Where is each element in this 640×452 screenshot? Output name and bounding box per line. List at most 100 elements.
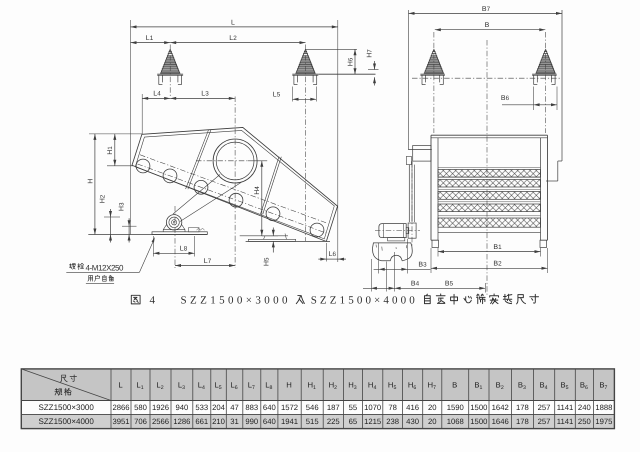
svg-text:B7: B7	[599, 380, 607, 391]
svg-text:1975: 1975	[595, 417, 612, 426]
svg-text:640: 640	[263, 403, 276, 412]
svg-text:1642: 1642	[492, 403, 509, 412]
svg-text:1888: 1888	[595, 403, 612, 412]
svg-text:580: 580	[134, 403, 147, 412]
svg-text:640: 640	[263, 417, 276, 426]
svg-text:1646: 1646	[492, 417, 509, 426]
svg-text:250: 250	[578, 417, 591, 426]
svg-text:3951: 3951	[112, 417, 129, 426]
svg-text:L6: L6	[230, 380, 237, 391]
svg-text:515: 515	[306, 417, 319, 426]
svg-text:H4: H4	[368, 380, 377, 391]
svg-text:210: 210	[212, 417, 225, 426]
svg-text:416: 416	[406, 403, 419, 412]
svg-text:L: L	[118, 380, 123, 389]
svg-text:H6: H6	[408, 380, 417, 391]
svg-text:H5: H5	[388, 380, 397, 391]
svg-text:SZZ1500×4000: SZZ1500×4000	[311, 295, 416, 307]
svg-text:H1: H1	[307, 380, 316, 391]
svg-text:H1: H1	[107, 146, 114, 155]
svg-text:B: B	[452, 380, 457, 389]
svg-text:L2: L2	[229, 35, 237, 42]
svg-text:1070: 1070	[364, 403, 381, 412]
svg-text:SZZ1500×3000: SZZ1500×3000	[181, 295, 289, 307]
svg-text:SZZ1500×3000: SZZ1500×3000	[38, 403, 94, 412]
svg-text:L1: L1	[136, 380, 143, 391]
svg-text:B4: B4	[411, 280, 420, 287]
svg-text:187: 187	[327, 403, 340, 412]
svg-text:B5: B5	[445, 280, 454, 287]
svg-text:SZZ1500×4000: SZZ1500×4000	[38, 417, 94, 426]
svg-text:55: 55	[349, 403, 358, 412]
svg-text:661: 661	[195, 417, 208, 426]
svg-text:H2: H2	[329, 380, 338, 391]
svg-text:257: 257	[538, 403, 551, 412]
svg-text:1941: 1941	[281, 417, 298, 426]
svg-text:1926: 1926	[152, 403, 169, 412]
svg-text:H7: H7	[428, 380, 437, 391]
svg-text:L6: L6	[329, 251, 337, 258]
svg-text:240: 240	[578, 403, 591, 412]
svg-text:65: 65	[349, 417, 358, 426]
svg-text:1141: 1141	[557, 417, 574, 426]
svg-text:990: 990	[245, 417, 258, 426]
svg-text:78: 78	[388, 403, 397, 412]
svg-text:1215: 1215	[364, 417, 381, 426]
svg-text:B6: B6	[580, 380, 588, 391]
svg-text:L3: L3	[201, 91, 209, 98]
svg-text:1500: 1500	[470, 417, 487, 426]
svg-text:883: 883	[245, 403, 258, 412]
svg-text:B5: B5	[560, 380, 568, 391]
svg-text:H5: H5	[263, 257, 270, 266]
svg-text:1572: 1572	[281, 403, 298, 412]
svg-text:L3: L3	[178, 380, 185, 391]
svg-text:H3: H3	[119, 202, 126, 211]
svg-text:H2: H2	[100, 194, 107, 203]
svg-text:1068: 1068	[447, 417, 464, 426]
svg-text:B: B	[485, 22, 490, 29]
svg-text:B4: B4	[540, 380, 548, 391]
svg-text:546: 546	[306, 403, 319, 412]
svg-text:H3: H3	[348, 380, 357, 391]
svg-text:L5: L5	[273, 91, 281, 98]
svg-text:178: 178	[516, 403, 529, 412]
svg-text:L7: L7	[204, 258, 212, 265]
svg-text:B1: B1	[493, 244, 502, 251]
svg-text:L5: L5	[214, 380, 221, 391]
svg-text:706: 706	[134, 417, 147, 426]
svg-text:L2: L2	[156, 380, 163, 391]
svg-text:L8: L8	[265, 380, 272, 391]
svg-text:20: 20	[428, 403, 437, 412]
svg-text:20: 20	[428, 417, 437, 426]
svg-text:H7: H7	[367, 49, 374, 58]
svg-text:2866: 2866	[112, 403, 129, 412]
svg-text:1141: 1141	[557, 403, 574, 412]
svg-text:B6: B6	[501, 95, 510, 102]
svg-text:533: 533	[195, 403, 208, 412]
svg-text:B2: B2	[493, 261, 502, 268]
svg-text:L8: L8	[180, 246, 188, 253]
svg-text:31: 31	[230, 417, 239, 426]
svg-text:225: 225	[327, 417, 340, 426]
svg-text:H6: H6	[347, 57, 354, 66]
svg-text:1500: 1500	[470, 403, 487, 412]
svg-text:B3: B3	[418, 262, 427, 269]
svg-text:L4: L4	[153, 91, 161, 98]
svg-text:178: 178	[516, 417, 529, 426]
svg-text:L: L	[231, 19, 235, 26]
svg-text:1590: 1590	[447, 403, 464, 412]
svg-text:L1: L1	[146, 35, 154, 42]
svg-text:H: H	[87, 179, 94, 184]
svg-text:H: H	[286, 380, 292, 389]
svg-text:L7: L7	[248, 380, 255, 391]
svg-text:257: 257	[538, 417, 551, 426]
svg-text:238: 238	[386, 417, 399, 426]
svg-text:L4: L4	[198, 380, 205, 391]
svg-text:B7: B7	[482, 6, 491, 13]
svg-text:2566: 2566	[152, 417, 169, 426]
svg-text:B2: B2	[496, 380, 504, 391]
svg-text:430: 430	[406, 417, 419, 426]
svg-text:1286: 1286	[173, 417, 190, 426]
svg-text:4-M12X250: 4-M12X250	[86, 263, 125, 272]
svg-text:B3: B3	[518, 380, 526, 391]
